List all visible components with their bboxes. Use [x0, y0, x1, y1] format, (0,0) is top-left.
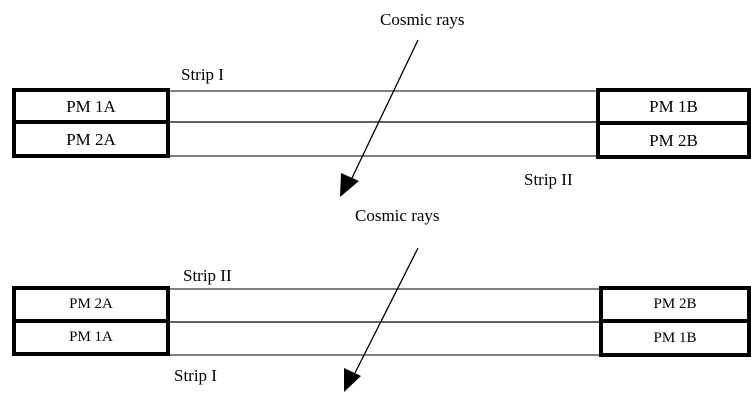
- top-strip-upper-label: Strip I: [181, 65, 224, 84]
- bottom-pm-right-upper-label: PM 2B: [653, 296, 697, 312]
- top-pm-right-upper: PM 1B: [596, 88, 751, 125]
- bottom-pm-left-upper: PM 2A: [12, 286, 170, 323]
- top-pm-left-upper: PM 1A: [12, 88, 170, 124]
- bottom-pm-right-lower: PM 1B: [599, 319, 751, 357]
- bottom-strip-upper-label: Strip II: [183, 266, 232, 285]
- bottom-pm-left-upper-label: PM 2A: [69, 296, 113, 312]
- top-cosmic-rays-label: Cosmic rays: [380, 10, 465, 29]
- top-pm-left-lower: PM 2A: [12, 120, 170, 158]
- bottom-cosmic-ray-arrowhead: [344, 368, 361, 392]
- top-pm-left-upper-label: PM 1A: [66, 96, 116, 116]
- bottom-strip-lower-label: Strip I: [174, 366, 217, 385]
- top-cosmic-ray-line: [351, 39, 419, 179]
- top-pm-right-lower-label: PM 2B: [649, 130, 698, 150]
- bottom-cosmic-ray-line: [354, 247, 419, 374]
- bottom-pm-left-lower: PM 1A: [12, 319, 170, 356]
- bottom-pm-right-lower-label: PM 1B: [653, 329, 697, 346]
- top-strip-lower-label: Strip II: [524, 170, 573, 189]
- top-pm-left-lower-label: PM 2A: [66, 129, 116, 149]
- top-pm-right-lower: PM 2B: [596, 121, 751, 159]
- bottom-cosmic-rays-label: Cosmic rays: [355, 206, 440, 225]
- top-cosmic-ray-arrowhead: [340, 173, 359, 197]
- bottom-pm-right-upper: PM 2B: [599, 286, 751, 323]
- bottom-pm-left-lower-label: PM 1A: [69, 329, 113, 345]
- top-pm-right-upper-label: PM 1B: [649, 97, 698, 116]
